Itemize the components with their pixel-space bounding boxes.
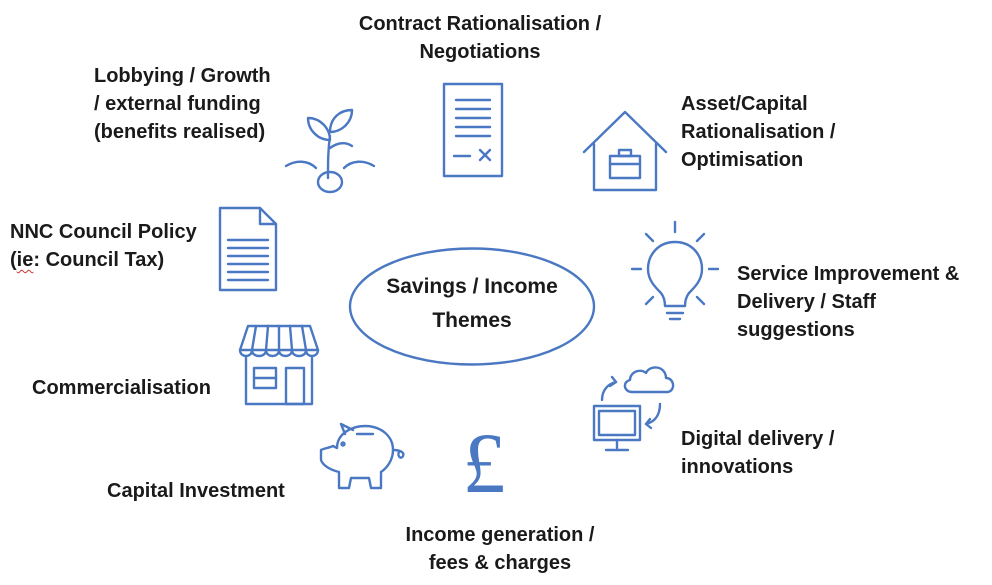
- house-icon: [580, 108, 670, 192]
- theme-lobbying-line: / external funding: [94, 93, 261, 115]
- center-title-line: Themes: [432, 309, 512, 332]
- piggy-bank-icon: [315, 418, 411, 498]
- theme-contract-label: Contract Rationalisation / Negotiations: [330, 10, 630, 66]
- center-hub: Savings / Income Themes: [347, 245, 597, 368]
- theme-income-line: Income generation /: [405, 524, 595, 546]
- theme-income-line: fees & charges: [428, 552, 572, 574]
- theme-contract-line: Negotiations: [419, 41, 541, 63]
- theme-service-line: Service Improvement &: [737, 263, 960, 285]
- theme-policy-line-2: (ie: Council Tax): [10, 249, 165, 271]
- theme-asset-line: Asset/Capital: [681, 93, 808, 115]
- theme-service-line: suggestions: [737, 319, 855, 341]
- theme-lobbying-label: Lobbying / Growth / external funding (be…: [94, 62, 271, 146]
- theme-capital-label: Capital Investment: [107, 477, 285, 505]
- seedling-icon: [282, 106, 378, 196]
- theme-policy-line: NNC Council Policy: [10, 221, 197, 243]
- theme-service-label: Service Improvement & Delivery / Staff s…: [737, 260, 959, 344]
- file-icon: [218, 206, 278, 292]
- theme-digital-line: innovations: [681, 456, 794, 478]
- theme-asset-label: Asset/Capital Rationalisation / Optimisa…: [681, 90, 835, 174]
- theme-commercial-line: Commercialisation: [32, 377, 211, 399]
- theme-commercial-label: Commercialisation: [32, 374, 211, 402]
- theme-capital-line: Capital Investment: [107, 480, 285, 502]
- spellcheck-word: ie: [16, 249, 34, 271]
- document-icon: [442, 82, 504, 178]
- theme-digital-label: Digital delivery / innovations: [681, 425, 834, 481]
- theme-income-label: Income generation / fees & charges: [370, 521, 630, 577]
- theme-policy-label: NNC Council Policy (ie: Council Tax): [10, 218, 197, 274]
- theme-service-line: Delivery / Staff: [737, 291, 876, 313]
- lightbulb-icon: [630, 220, 720, 330]
- pound-symbol: £: [463, 415, 506, 511]
- cloud-computer-icon: [590, 360, 686, 460]
- pound-icon: £: [452, 404, 516, 511]
- theme-lobbying-line: (benefits realised): [94, 121, 266, 143]
- theme-lobbying-line: Lobbying / Growth: [94, 65, 271, 87]
- theme-asset-line: Rationalisation /: [681, 121, 836, 143]
- theme-digital-line: Digital delivery /: [681, 428, 835, 450]
- shop-icon: [238, 322, 320, 408]
- center-title: Savings / Income Themes: [347, 270, 597, 338]
- theme-contract-line: Contract Rationalisation /: [358, 13, 602, 35]
- center-ellipse: [348, 247, 596, 366]
- center-title-line: Savings / Income: [386, 275, 558, 298]
- theme-asset-line: Optimisation: [681, 149, 804, 171]
